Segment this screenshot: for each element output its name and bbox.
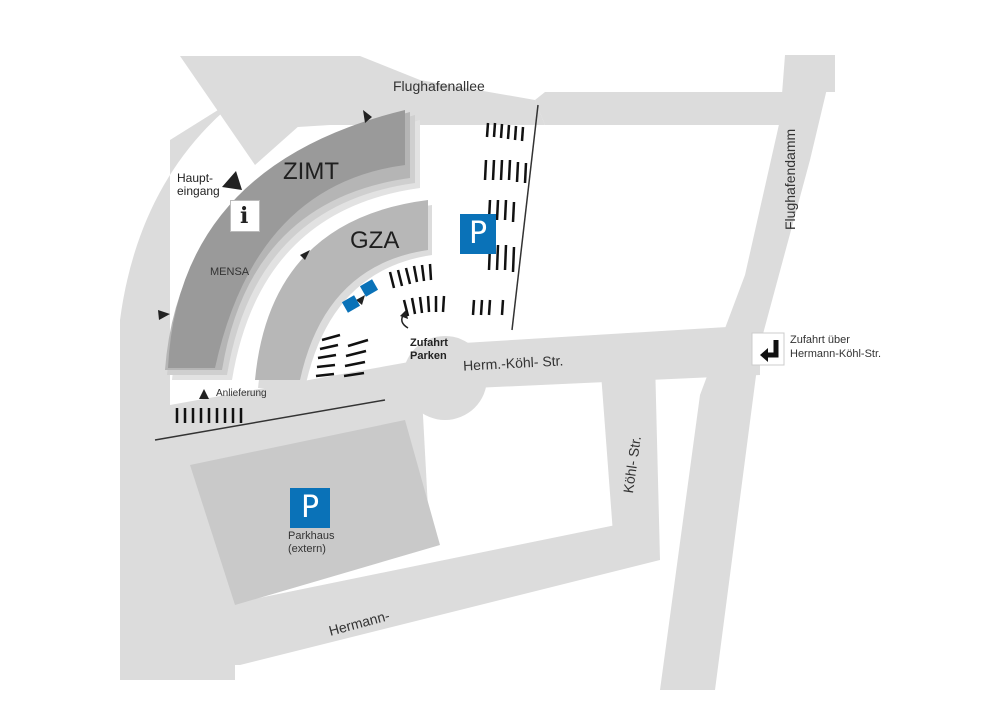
label-parkhaus: Parkhaus (extern) — [288, 530, 335, 555]
access-sign — [751, 332, 785, 366]
building-label-mensa: MENSA — [210, 266, 250, 278]
gza-building — [255, 200, 432, 388]
building-label-gza: GZA — [350, 227, 400, 254]
label-haupteingang: Haupt- eingang — [177, 171, 220, 198]
street-flughafenallee: Flughafenallee — [393, 78, 485, 94]
entrance-arrow-icon — [300, 250, 310, 260]
parking-stripes — [175, 122, 528, 423]
zufahrt-arrowhead-icon — [400, 310, 408, 319]
building-label-zimt: ZIMT — [283, 158, 339, 185]
parking-sign-icon: P — [460, 214, 496, 254]
street-flughafendamm: Flughafendamm — [782, 128, 798, 230]
anlieferung-arrow-icon — [199, 389, 209, 399]
entrance-arrow-icon — [363, 110, 372, 123]
parkhaus-parking-sign-icon: P — [290, 488, 330, 528]
label-zufahrt-parken: Zufahrt Parken — [410, 337, 448, 362]
label-anlieferung: Anlieferung — [216, 388, 267, 399]
haupteingang-arrow-icon — [222, 171, 242, 190]
boundary-lines — [154, 104, 539, 441]
info-icon: i — [230, 200, 260, 232]
label-zufahrt-ueber: Zufahrt über Hermann-Köhl-Str. — [790, 334, 882, 360]
entrance-arrows — [158, 110, 372, 399]
disabled-parking-icon — [341, 279, 379, 313]
zimt-building — [165, 110, 420, 380]
entrance-arrow-icon — [356, 295, 365, 305]
entrance-arrow-icon — [158, 310, 170, 320]
